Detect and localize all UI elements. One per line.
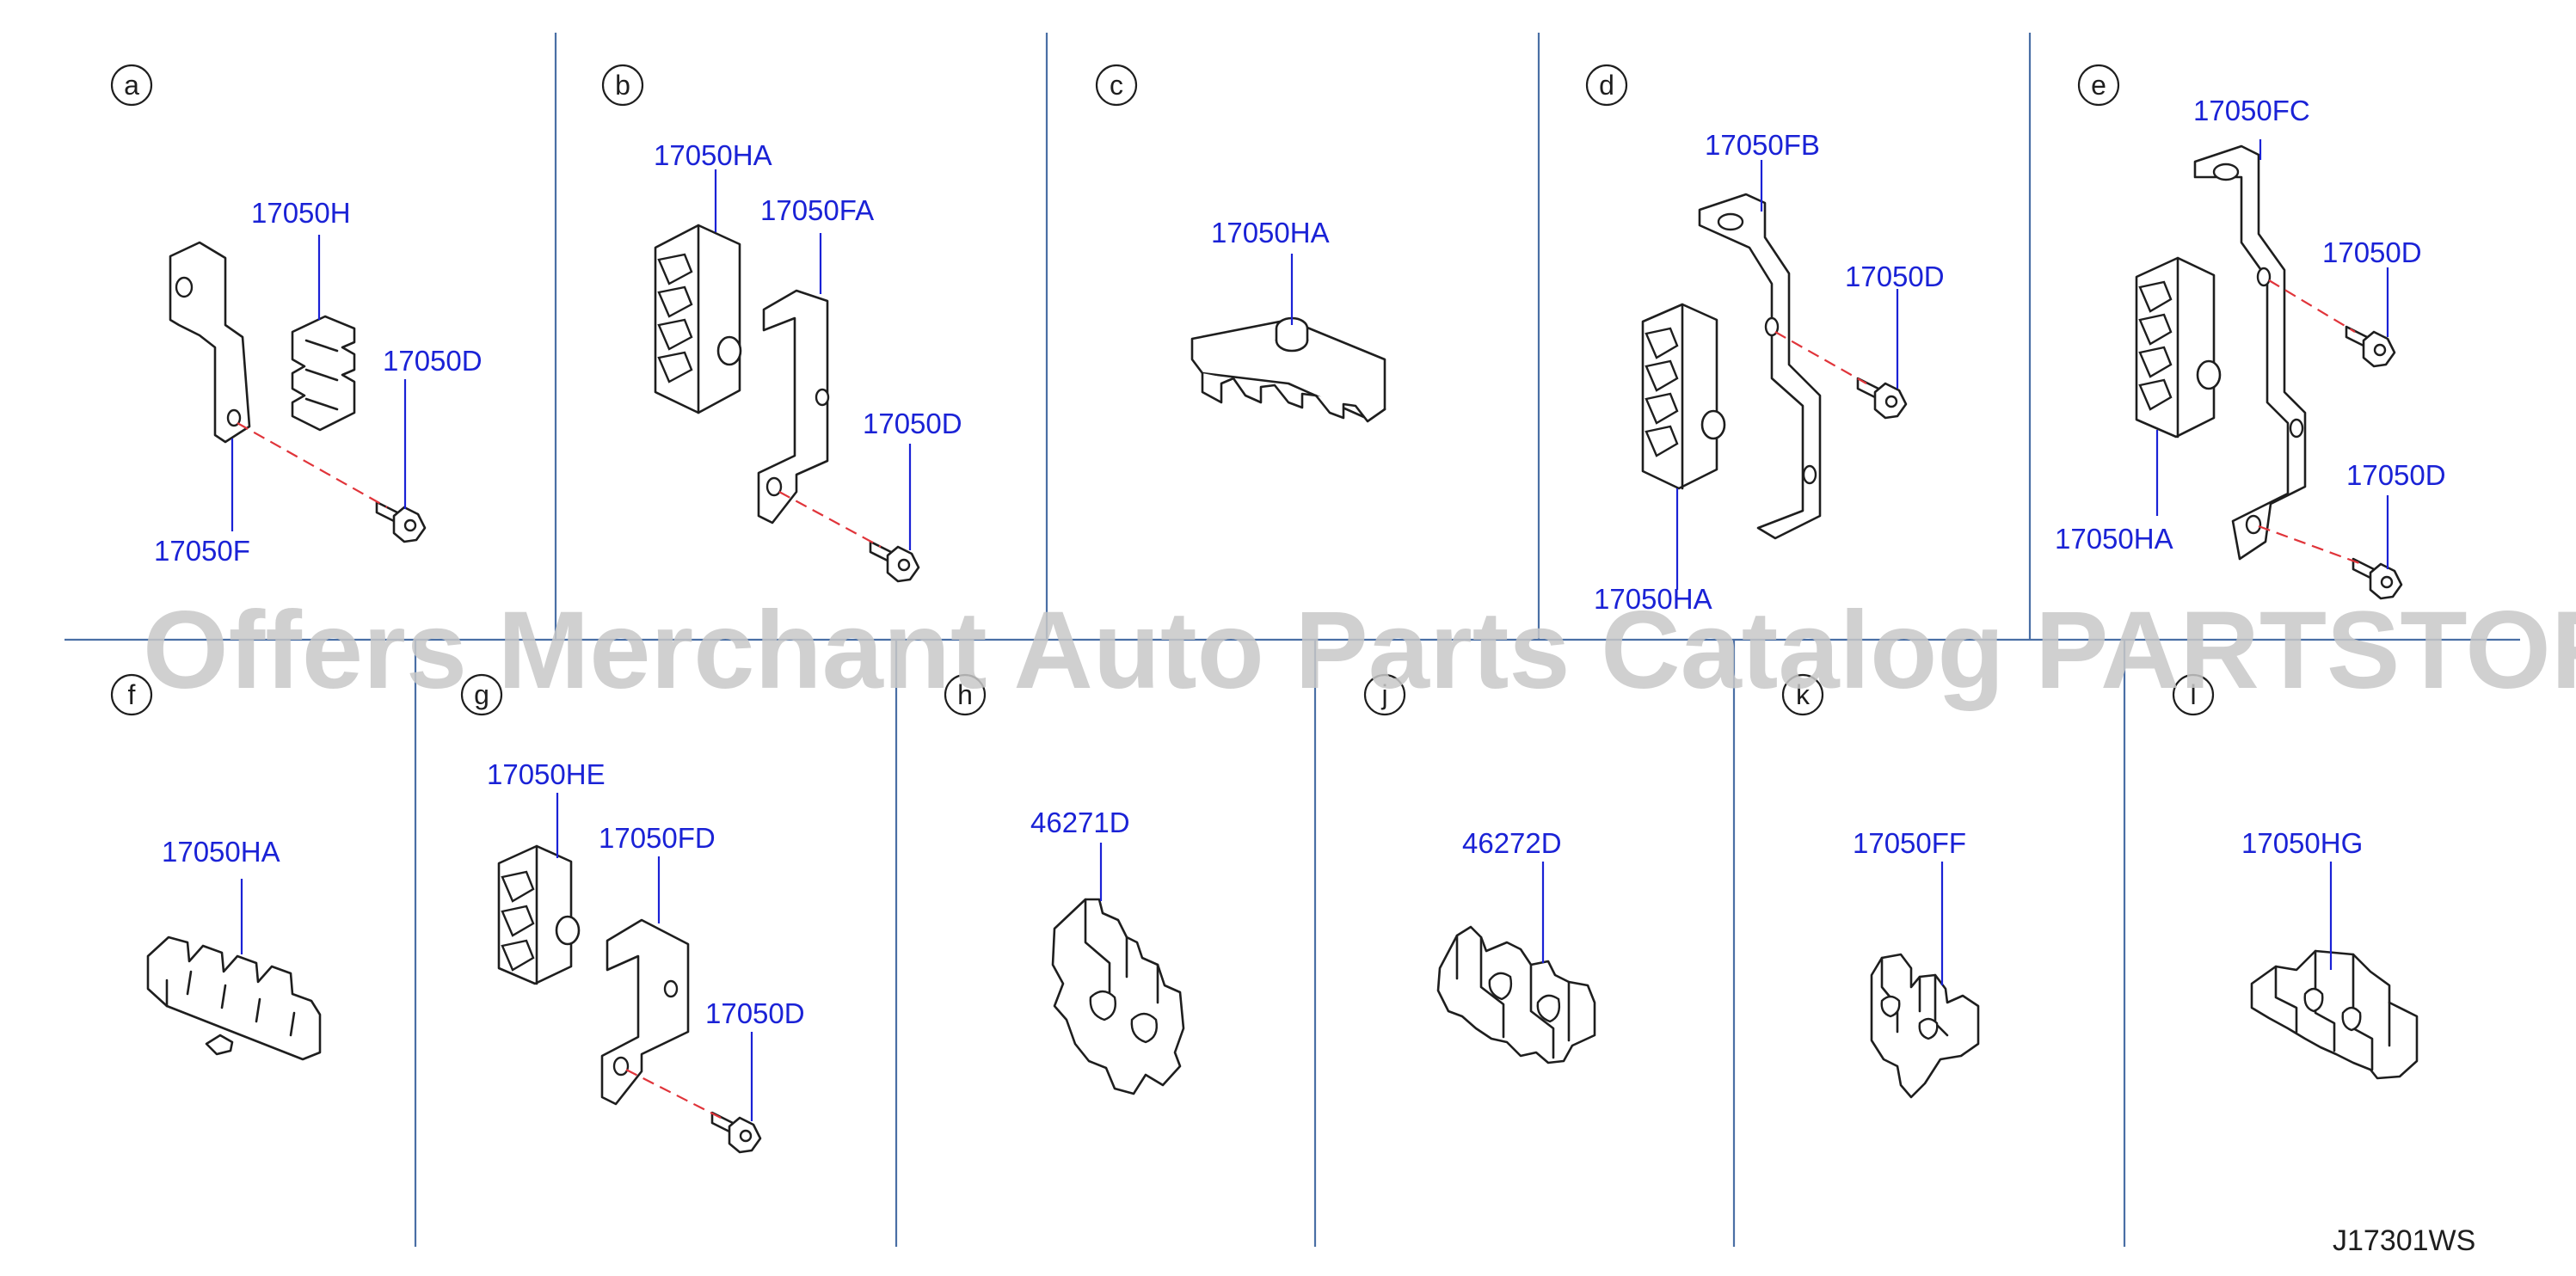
panel-a-letter: a bbox=[124, 70, 139, 101]
clamp-17050HA-c bbox=[1190, 316, 1386, 423]
label-17050D-d: 17050D bbox=[1845, 261, 1945, 292]
clip-17050H bbox=[291, 315, 356, 432]
label-17050HA-c: 17050HA bbox=[1211, 217, 1330, 248]
bolt-d bbox=[1856, 377, 1908, 420]
panel-e: e bbox=[2055, 64, 2446, 600]
panel-g-letter: g bbox=[474, 679, 489, 710]
panel-f-badge: f bbox=[110, 673, 153, 716]
label-17050D-b: 17050D bbox=[863, 408, 962, 439]
label-17050HA-d: 17050HA bbox=[1594, 583, 1712, 615]
panel-h-letter: h bbox=[957, 679, 973, 710]
dashed-line-g bbox=[625, 1069, 722, 1119]
label-17050HG: 17050HG bbox=[2241, 827, 2363, 859]
panel-f: f 17050HA bbox=[110, 673, 322, 1061]
diagram-code: J17301WS bbox=[2333, 1224, 2475, 1257]
grommet-46272D bbox=[1436, 925, 1596, 1064]
label-46272D: 46272D bbox=[1462, 827, 1562, 859]
panel-a: a 17050H 17050D 17050F bbox=[110, 64, 483, 567]
panel-l-letter: l bbox=[2190, 679, 2196, 710]
clamp-17050HA-f bbox=[146, 936, 322, 1061]
clamp-17050HA-e bbox=[2135, 256, 2222, 439]
panel-b-letter: b bbox=[615, 70, 630, 101]
panel-h-badge: h bbox=[944, 673, 987, 716]
panel-a-badge: a bbox=[110, 64, 153, 107]
panel-f-letter: f bbox=[128, 679, 136, 710]
panel-j: j 46272D bbox=[1363, 673, 1596, 1064]
panel-c: c 17050HA bbox=[1095, 64, 1386, 423]
panel-d: d 17050FB 17050D 17050HA bbox=[1585, 64, 1945, 615]
label-17050FF: 17050FF bbox=[1853, 827, 1966, 859]
label-46271D: 46271D bbox=[1030, 807, 1130, 838]
label-17050D-g: 17050D bbox=[705, 997, 805, 1029]
panel-c-letter: c bbox=[1110, 70, 1123, 101]
clamp-17050HG bbox=[2250, 949, 2419, 1080]
clamp-17050HA-b bbox=[654, 224, 742, 414]
dashed-line-a bbox=[237, 422, 388, 508]
panel-l-badge: l bbox=[2172, 673, 2215, 716]
label-17050HA-e: 17050HA bbox=[2055, 523, 2173, 555]
panel-l: l 17050HG bbox=[2172, 673, 2419, 1080]
panel-j-badge: j bbox=[1363, 673, 1406, 716]
grommet-46271D bbox=[1051, 898, 1185, 1095]
bracket-17050FA bbox=[757, 289, 830, 525]
dashed-line-b bbox=[778, 491, 882, 548]
panel-k: k 17050FF bbox=[1781, 673, 1980, 1099]
label-17050D-e-upper: 17050D bbox=[2322, 236, 2422, 268]
label-17050H: 17050H bbox=[251, 197, 351, 229]
bracket-17050F bbox=[169, 241, 251, 444]
panel-k-badge: k bbox=[1781, 673, 1824, 716]
label-17050F: 17050F bbox=[154, 535, 250, 567]
bolt-e-lower bbox=[2352, 557, 2403, 600]
dashed-line-e-upper bbox=[2268, 279, 2356, 333]
panel-b-badge: b bbox=[601, 64, 644, 107]
bolt-g bbox=[710, 1111, 762, 1154]
panel-g-badge: g bbox=[460, 673, 503, 716]
panel-g: g 17050HE 17050FD 17050D bbox=[460, 673, 805, 1154]
panel-e-badge: e bbox=[2077, 64, 2120, 107]
bracket-17050FB bbox=[1698, 193, 1822, 540]
bolt-a bbox=[375, 500, 427, 543]
clamp-17050HE bbox=[497, 844, 581, 985]
watermark-text: Offers Merchant Auto Parts Catalog PARTS… bbox=[143, 589, 2576, 712]
bracket-17050FC bbox=[2193, 144, 2307, 561]
bolt-e-upper bbox=[2345, 325, 2396, 368]
panel-j-letter: j bbox=[1380, 679, 1387, 710]
dashed-line-d bbox=[1774, 331, 1867, 384]
clamp-17050HA-d bbox=[1641, 303, 1726, 490]
panel-d-letter: d bbox=[1599, 70, 1614, 101]
label-17050HA-b: 17050HA bbox=[654, 139, 772, 171]
label-17050D-a: 17050D bbox=[383, 345, 483, 377]
clip-17050FF bbox=[1870, 953, 1980, 1099]
label-17050HA-f: 17050HA bbox=[162, 836, 280, 868]
panel-k-letter: k bbox=[1796, 679, 1811, 710]
label-17050HE: 17050HE bbox=[487, 758, 606, 790]
panel-e-letter: e bbox=[2091, 70, 2106, 101]
label-17050FD: 17050FD bbox=[599, 822, 716, 854]
bracket-17050FD bbox=[600, 918, 690, 1106]
panel-dividers bbox=[65, 33, 2520, 1247]
bolt-b bbox=[869, 540, 920, 583]
panel-b: b 17050HA 17050FA 17050D bbox=[601, 64, 962, 583]
label-17050FA: 17050FA bbox=[760, 194, 874, 226]
panel-h: h 46271D bbox=[944, 673, 1185, 1095]
label-17050FC: 17050FC bbox=[2193, 95, 2310, 126]
panel-c-badge: c bbox=[1095, 64, 1138, 107]
label-17050FB: 17050FB bbox=[1705, 129, 1820, 161]
panel-d-badge: d bbox=[1585, 64, 1628, 107]
label-17050D-e-lower: 17050D bbox=[2346, 459, 2446, 491]
dashed-line-e-lower bbox=[2258, 525, 2363, 566]
